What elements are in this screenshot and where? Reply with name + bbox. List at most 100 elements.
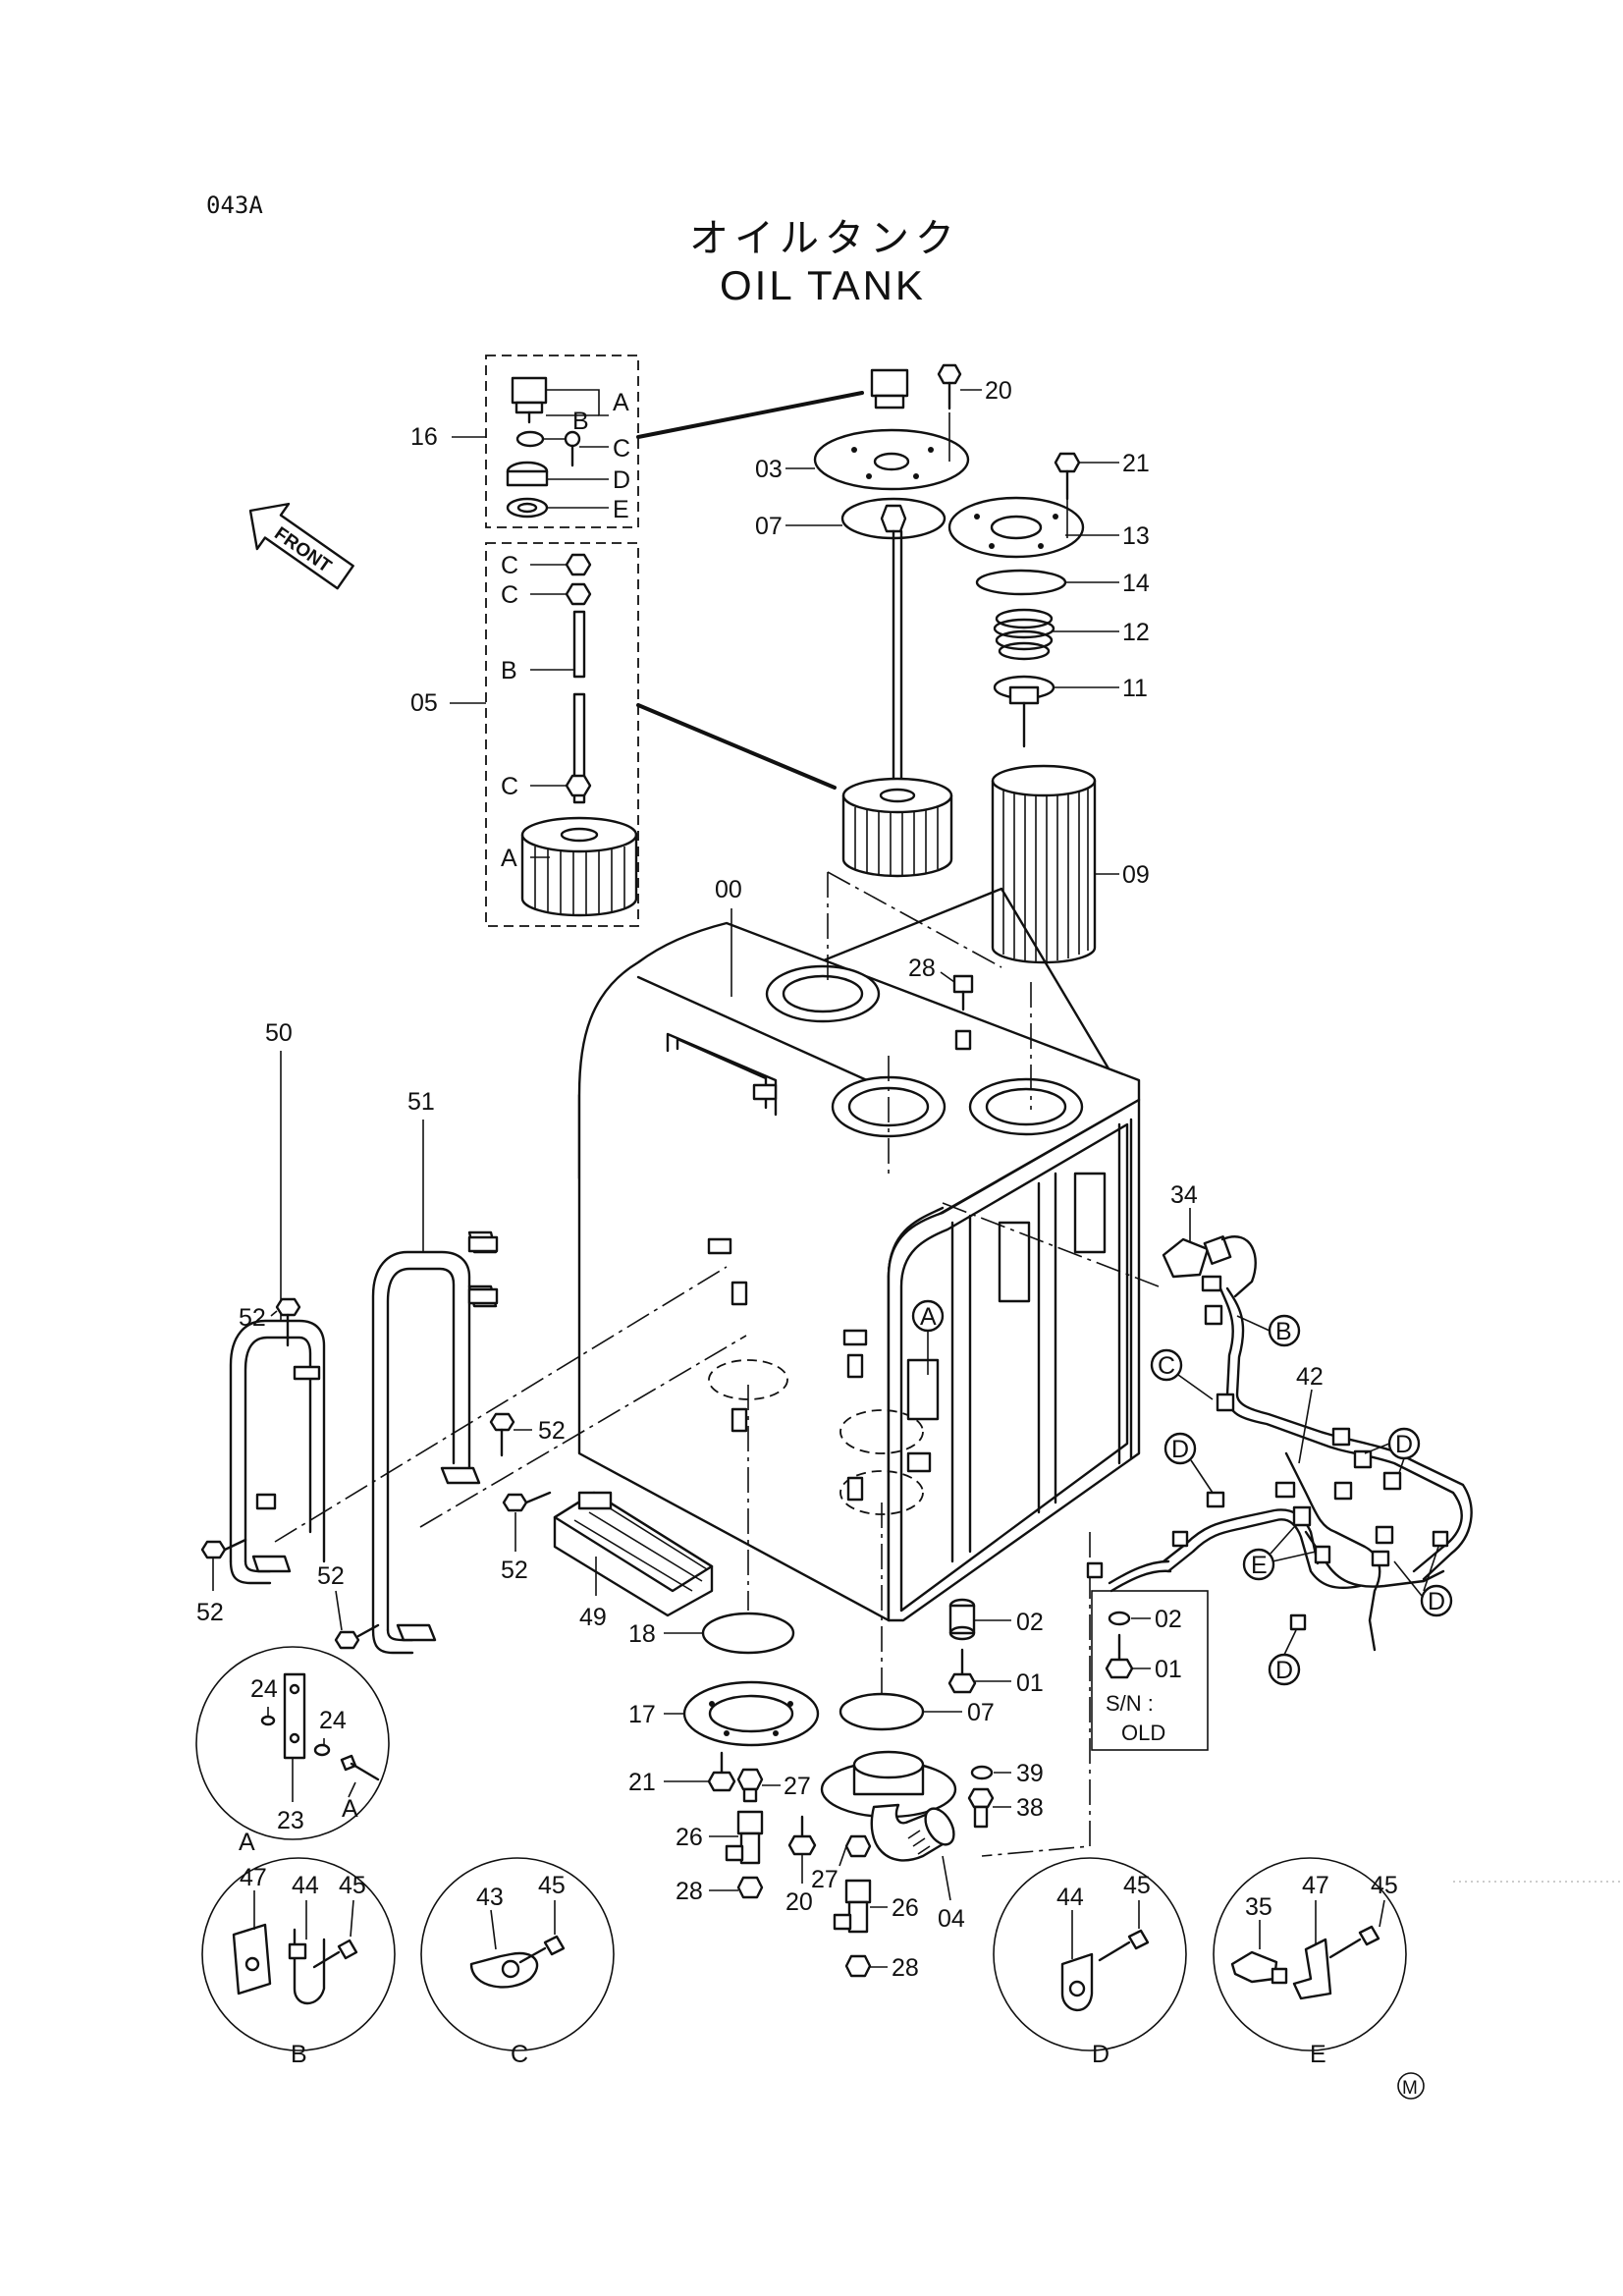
detail-e-part-47: 47 bbox=[1302, 1872, 1329, 1899]
part-label-21-b: 21 bbox=[628, 1769, 656, 1796]
bolt-icon bbox=[275, 1297, 301, 1347]
part-label-42: 42 bbox=[1296, 1363, 1324, 1391]
part-label-51: 51 bbox=[407, 1088, 435, 1116]
plug-icon bbox=[844, 1954, 872, 1978]
page-code: 043A bbox=[206, 191, 263, 219]
bolt-icon bbox=[937, 363, 962, 410]
part-label-20: 20 bbox=[985, 377, 1012, 405]
old-box-sn-label: S/N : bbox=[1106, 1691, 1154, 1716]
detail-a-part-23: 23 bbox=[277, 1807, 304, 1834]
part-label-38: 38 bbox=[1016, 1794, 1044, 1822]
kit05-label-c3: C bbox=[501, 773, 518, 800]
drain-valve-icon bbox=[833, 1879, 872, 1934]
maker-mark-icon: M bbox=[1397, 2072, 1425, 2100]
breather-cap-icon bbox=[511, 376, 548, 424]
harness-ref-b: B bbox=[1236, 1314, 1301, 1347]
svg-text:D: D bbox=[1395, 1431, 1413, 1458]
part-label-39: 39 bbox=[1016, 1760, 1044, 1787]
filter-element-icon bbox=[841, 777, 953, 878]
detail-b bbox=[201, 1857, 396, 2051]
part-label-52-c: 52 bbox=[501, 1557, 528, 1584]
part-label-12: 12 bbox=[1122, 619, 1150, 646]
part-label-17: 17 bbox=[628, 1701, 656, 1728]
kit16-label-c: C bbox=[613, 435, 630, 463]
kit-16-box bbox=[452, 355, 639, 528]
detail-d-part-45: 45 bbox=[1123, 1872, 1151, 1899]
detail-a-ref-a: A bbox=[342, 1795, 358, 1823]
kit-05-box bbox=[450, 542, 639, 927]
bolt-icon bbox=[489, 1412, 515, 1457]
detail-b-part-44: 44 bbox=[292, 1872, 319, 1899]
part-label-09: 09 bbox=[1122, 861, 1150, 889]
detail-e-title: E bbox=[1310, 2041, 1326, 2068]
detail-b-part-47: 47 bbox=[240, 1864, 267, 1891]
part-label-52-a: 52 bbox=[239, 1304, 266, 1332]
detail-a-title: A bbox=[239, 1829, 255, 1856]
detail-e bbox=[1213, 1857, 1407, 2051]
old-box-01: 01 bbox=[1155, 1656, 1182, 1683]
part-label-18: 18 bbox=[628, 1620, 656, 1648]
front-arrow-icon: FRONT bbox=[248, 502, 354, 590]
svg-text:D: D bbox=[1275, 1657, 1293, 1684]
bolt-icon bbox=[967, 1787, 995, 1829]
sensor-34 bbox=[1162, 1235, 1257, 1298]
svg-text:A: A bbox=[920, 1303, 937, 1331]
gasket-07 bbox=[839, 1692, 925, 1731]
step-49 bbox=[553, 1491, 714, 1617]
svg-text:M: M bbox=[1402, 2078, 1418, 2099]
kit16-label-d: D bbox=[613, 466, 630, 494]
harness-ref-d-3: D bbox=[1393, 1546, 1453, 1617]
kit05-label-c1: C bbox=[501, 552, 518, 579]
part-label-27: 27 bbox=[784, 1773, 811, 1800]
harness-ref-e: E bbox=[1242, 1526, 1317, 1581]
filter-element-icon bbox=[520, 816, 638, 917]
part-label-26-b: 26 bbox=[892, 1894, 919, 1922]
detail-c-part-45: 45 bbox=[538, 1872, 566, 1899]
kit16-label-a: A bbox=[613, 389, 629, 416]
kit05-label-b: B bbox=[501, 657, 517, 684]
part-label-20-b: 20 bbox=[785, 1888, 813, 1916]
washer-39 bbox=[970, 1765, 994, 1780]
harness-ref-d-1: D bbox=[1163, 1432, 1214, 1494]
bolt-icon bbox=[1054, 452, 1081, 501]
part-label-11: 11 bbox=[1122, 675, 1148, 702]
detail-a-part-24-b: 24 bbox=[319, 1707, 347, 1734]
harness-ref-d-2: D bbox=[1364, 1427, 1421, 1474]
part-label-28-b: 28 bbox=[676, 1878, 703, 1905]
detail-e-part-45: 45 bbox=[1371, 1872, 1398, 1899]
bolt-icon bbox=[200, 1538, 247, 1559]
small-bolt-icon bbox=[564, 430, 581, 467]
svg-text:E: E bbox=[1251, 1552, 1268, 1579]
svg-text:B: B bbox=[1275, 1318, 1292, 1345]
part-label-00: 00 bbox=[715, 876, 742, 903]
fitting-icon bbox=[736, 1768, 764, 1803]
detail-a-part-24-a: 24 bbox=[250, 1675, 278, 1703]
suction-pipe-04 bbox=[820, 1750, 957, 1862]
wire-harness-42 bbox=[1086, 1275, 1473, 1652]
detail-d bbox=[993, 1857, 1187, 2051]
part-label-27-b: 27 bbox=[811, 1866, 839, 1893]
svg-text:D: D bbox=[1428, 1588, 1445, 1615]
tank-top-opening bbox=[968, 1077, 1084, 1136]
detail-b-title: B bbox=[291, 2041, 307, 2068]
old-serial-box bbox=[1091, 1590, 1209, 1751]
part-label-50: 50 bbox=[265, 1019, 293, 1047]
handrail-51 bbox=[371, 1230, 499, 1655]
plug-icon bbox=[952, 974, 974, 1051]
spacer-icon bbox=[948, 1598, 976, 1641]
bolt-icon bbox=[947, 1648, 977, 1694]
oil-tank-body bbox=[274, 871, 1160, 1857]
detail-c-part-43: 43 bbox=[476, 1884, 504, 1911]
detail-b-part-45: 45 bbox=[339, 1872, 366, 1899]
part-label-28-top: 28 bbox=[908, 955, 936, 982]
ref-circle-a: A bbox=[911, 1299, 945, 1375]
bolt-icon bbox=[502, 1491, 552, 1512]
old-box-sn-value: OLD bbox=[1121, 1721, 1165, 1745]
detail-a bbox=[195, 1646, 390, 1840]
kit05-label-a: A bbox=[501, 845, 517, 872]
strainer-element-icon bbox=[991, 764, 1097, 964]
kit05-label-c2: C bbox=[501, 581, 518, 609]
part-label-49: 49 bbox=[579, 1604, 607, 1631]
kit16-label-b: B bbox=[572, 408, 589, 435]
part-label-26: 26 bbox=[676, 1824, 703, 1851]
